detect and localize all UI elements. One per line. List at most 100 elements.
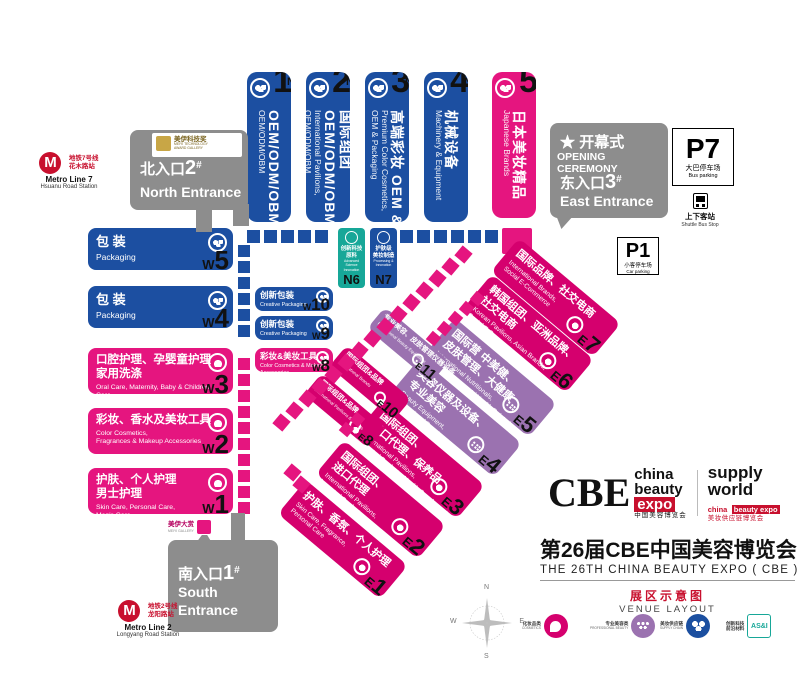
hall-n2-cn1: 国际组团 bbox=[337, 110, 350, 170]
hall-n6-en1: Advanced Science bbox=[343, 259, 360, 268]
parking-p1[interactable]: P1 小客停车场 Car parking bbox=[617, 237, 659, 275]
compass-s: S bbox=[484, 653, 489, 660]
award-gallery-cn: 美伊科技奖 bbox=[174, 136, 207, 143]
hall-w1[interactable]: 护肤、个人护理 男士护理 Skin Care, Personal Care, M… bbox=[88, 468, 233, 514]
bubbles-icon bbox=[377, 231, 390, 244]
parking-p1-cn: 小客停车场 bbox=[624, 263, 652, 269]
entrance-south-cn: 南入口 bbox=[178, 566, 224, 583]
hall-n7-en2: Innovation bbox=[375, 263, 392, 268]
hall-n6-code: N6 bbox=[343, 272, 360, 287]
bubbles-icon bbox=[250, 78, 270, 98]
sw-line2: world bbox=[707, 479, 754, 499]
logo-bar: CBE china beauty expo 中国美容博览会 supply wor… bbox=[548, 462, 788, 524]
entrance-north-en: North Entrance bbox=[140, 184, 242, 200]
metro2-zh1: 地铁2号线 bbox=[147, 602, 178, 610]
hall-n7[interactable]: 护肤级 美妆制造 Processing & Innovation N7 bbox=[370, 228, 397, 288]
hall-n4[interactable]: N 4 机械设备 Machinery & Equipment bbox=[424, 72, 468, 222]
hall-n6[interactable]: 创新科技 原料 Advanced Science Innovation N6 bbox=[338, 228, 365, 288]
bubbles-icon bbox=[686, 614, 711, 638]
hall-w3-cn1: 口腔护理、孕婴童护理 bbox=[96, 354, 211, 366]
parking-p7[interactable]: P7 大巴停车场 Bus parking bbox=[672, 128, 734, 186]
sw-line1: supply bbox=[707, 462, 763, 482]
hall-w3-en: Oral Care, Maternity, Baby & Children Ca… bbox=[96, 383, 210, 394]
hall-n6-cn2: 原料 bbox=[346, 252, 357, 259]
hall-n3-cn: 高端彩妆 OEM &包装 bbox=[388, 110, 405, 222]
shuttle-bus-stop: 上下客站 Shuttle Bus Stop bbox=[660, 193, 740, 228]
compass-e: E bbox=[519, 618, 524, 625]
hall-n7-en1: Processing & bbox=[373, 259, 394, 263]
hall-w10[interactable]: 创新包装 Creative Packaging W10 bbox=[255, 287, 333, 311]
award-gallery-tag: 美伊科技奖 MEIYI TECHNOLOGY AWARD GALLERY bbox=[152, 133, 242, 157]
hall-w10-cn: 创新包装 bbox=[260, 290, 295, 300]
entrance-south[interactable]: 南入口1# South Entrance bbox=[168, 540, 278, 632]
bubbles-icon bbox=[208, 233, 227, 252]
parking-p1-code: P1 bbox=[625, 240, 651, 262]
metro2-en1: Metro Line 2 bbox=[124, 623, 172, 632]
metro-logo-icon bbox=[118, 600, 141, 622]
hall-w2[interactable]: 彩妆、香水及美妆工具 Color Cosmetics, Fragrances &… bbox=[88, 408, 233, 454]
entrance-east-cn: 东入口 bbox=[560, 175, 606, 192]
entrance-east[interactable]: ★ 开幕式 OPENING CEREMONY 东入口3# East Entran… bbox=[550, 123, 668, 218]
hall-n4-en: Machinery & Equipment bbox=[433, 110, 444, 201]
sw-tag2: beauty expo bbox=[731, 504, 780, 514]
hall-n2-en: International Pavilions, OEM/ODM/OBM bbox=[306, 110, 323, 196]
hall-w8[interactable]: 彩妆&美妆工具 Color Cosmetics & Makeup Accesso… bbox=[255, 348, 333, 372]
hall-w5[interactable]: 包 装 Packaging W5 bbox=[88, 228, 233, 270]
venue-en: VENUE LAYOUT bbox=[619, 604, 716, 615]
metro7-en2: Hsuanu Road Station bbox=[40, 184, 98, 190]
hall-n3[interactable]: N 3 高端彩妆 OEM &包装 Premium Color Cosmetics… bbox=[365, 72, 409, 222]
compass-w: W bbox=[450, 618, 457, 625]
flower-icon bbox=[543, 614, 568, 638]
compass-n: N bbox=[484, 584, 490, 591]
connector-block-north bbox=[233, 204, 249, 226]
bus-icon bbox=[692, 193, 708, 209]
hall-w9[interactable]: 创新包装 Creative Packaging W9 bbox=[255, 316, 333, 340]
parking-p7-code: P7 bbox=[685, 133, 721, 164]
hall-n5-en: Japanese Brands bbox=[501, 110, 512, 177]
hall-n4-cn: 机械设备 bbox=[442, 110, 459, 170]
hall-n2[interactable]: N 2 国际组团 OEM/ODM/OBM International Pavil… bbox=[306, 72, 350, 222]
entrance-north-cn: 北入口 bbox=[140, 161, 186, 178]
hall-w8-cn: 彩妆&美妆工具 bbox=[260, 351, 318, 361]
hall-n7-cn1: 护肤级 bbox=[375, 246, 392, 252]
legend-0-en: COSMETICS bbox=[522, 625, 541, 630]
parking-p7-en: Bus parking bbox=[688, 173, 718, 179]
asi-icon: AS&I bbox=[747, 614, 772, 638]
cbe-cn: 中国美容博览会 bbox=[634, 511, 687, 519]
cbe-line3: expo bbox=[634, 496, 676, 512]
bubbles-icon bbox=[309, 78, 329, 98]
hall-w3[interactable]: 口腔护理、孕婴童护理 家用洗涤 Oral Care, Maternity, Ba… bbox=[88, 348, 233, 394]
bubbles-icon bbox=[316, 319, 329, 332]
title-en: THE 26TH CHINA BEAUTY EXPO ( CBE ) bbox=[540, 564, 799, 576]
hall-n1-cn: OEM/ODM/OBM bbox=[265, 110, 282, 222]
cbe-monogram: CBE bbox=[548, 470, 631, 515]
cbe-line2: beauty bbox=[634, 480, 683, 498]
bubbles-icon bbox=[345, 231, 358, 244]
grid-icon bbox=[631, 614, 656, 638]
legend-2-en: SUPPLY CHAIN bbox=[660, 625, 684, 630]
legend-professional-beauty: 专业美容类 PROFESSIONAL BEAUTY bbox=[590, 614, 656, 638]
legend-0-cn: 化妆品类 bbox=[522, 621, 541, 627]
hall-w10-en: Creative Packaging bbox=[260, 302, 307, 309]
legend-3-cn: 创新科技 前沿材料 bbox=[726, 620, 745, 632]
metro2-zh2: 龙阳路站 bbox=[147, 611, 174, 618]
hall-n1[interactable]: N 1 OEM/ODM/OBM OEM/ODM/OBM bbox=[247, 72, 291, 222]
connector-block-north-2 bbox=[196, 210, 212, 232]
hall-w1-cn2: 男士护理 bbox=[96, 487, 142, 500]
entrance-east-pointer bbox=[556, 215, 574, 229]
hall-w4[interactable]: 包 装 Packaging W4 bbox=[88, 286, 233, 328]
hall-n5-cn: 日本美妆精品 bbox=[510, 110, 527, 200]
hall-w4-cn: 包 装 bbox=[96, 292, 126, 307]
meiyi-logo-icon bbox=[197, 520, 211, 534]
meiyi-gallery-tag: 美伊大赏 MEIYI GALLERY bbox=[165, 518, 231, 535]
hall-n5[interactable]: N 5 日本美妆精品 Japanese Brands bbox=[492, 72, 536, 218]
hall-w5-en: Packaging bbox=[96, 251, 136, 262]
entrance-south-en2: Entrance bbox=[178, 602, 238, 618]
hall-n7-cn2: 美妆制造 bbox=[372, 252, 395, 259]
title-rule bbox=[540, 580, 795, 581]
hall-n7-code: N7 bbox=[375, 272, 392, 287]
flower-icon bbox=[208, 473, 227, 492]
cbe-line1: china bbox=[634, 465, 674, 483]
